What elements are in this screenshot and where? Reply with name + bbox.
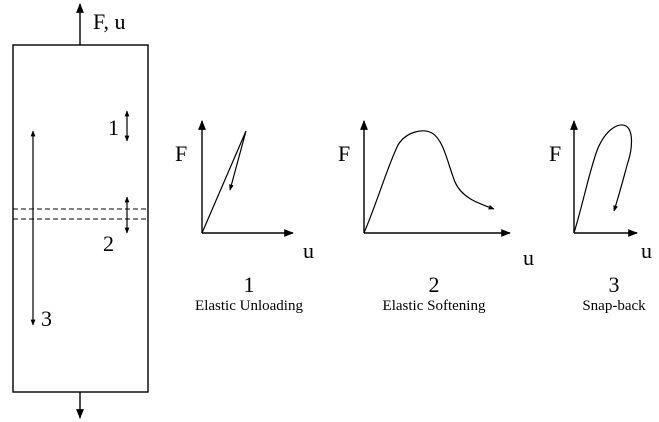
panel2-caption: Elastic Softening: [383, 298, 486, 314]
load-label: F, u: [93, 9, 125, 34]
panel1-caption: Elastic Unloading: [195, 298, 303, 314]
panel3-number: 3: [609, 272, 620, 297]
panel1-curve: [201, 130, 247, 234]
panel1-ylabel: F: [175, 141, 187, 166]
panel3-xlabel: u: [641, 238, 652, 263]
panel-elastic-unloading: F u 1 Elastic Unloading: [175, 120, 314, 314]
marker-2: 2: [103, 231, 114, 256]
panel2-xlabel: u: [523, 245, 534, 270]
panel-snap-back: F u 3 Snap-back: [549, 120, 652, 314]
panel2-number: 2: [429, 272, 440, 297]
marker-3: 3: [41, 306, 52, 331]
specimen: F, u 1 2 3: [12, 3, 149, 419]
panel2-ylabel: F: [338, 141, 350, 166]
panel1-number: 1: [244, 272, 255, 297]
panel2-curve: [363, 130, 495, 234]
panel-elastic-softening: F u 2 Elastic Softening: [338, 120, 534, 314]
marker-1: 1: [108, 115, 119, 140]
panel3-caption: Snap-back: [582, 298, 646, 314]
panel3-curve: [573, 124, 633, 234]
panel3-ylabel: F: [549, 141, 561, 166]
panel1-xlabel: u: [303, 238, 314, 263]
